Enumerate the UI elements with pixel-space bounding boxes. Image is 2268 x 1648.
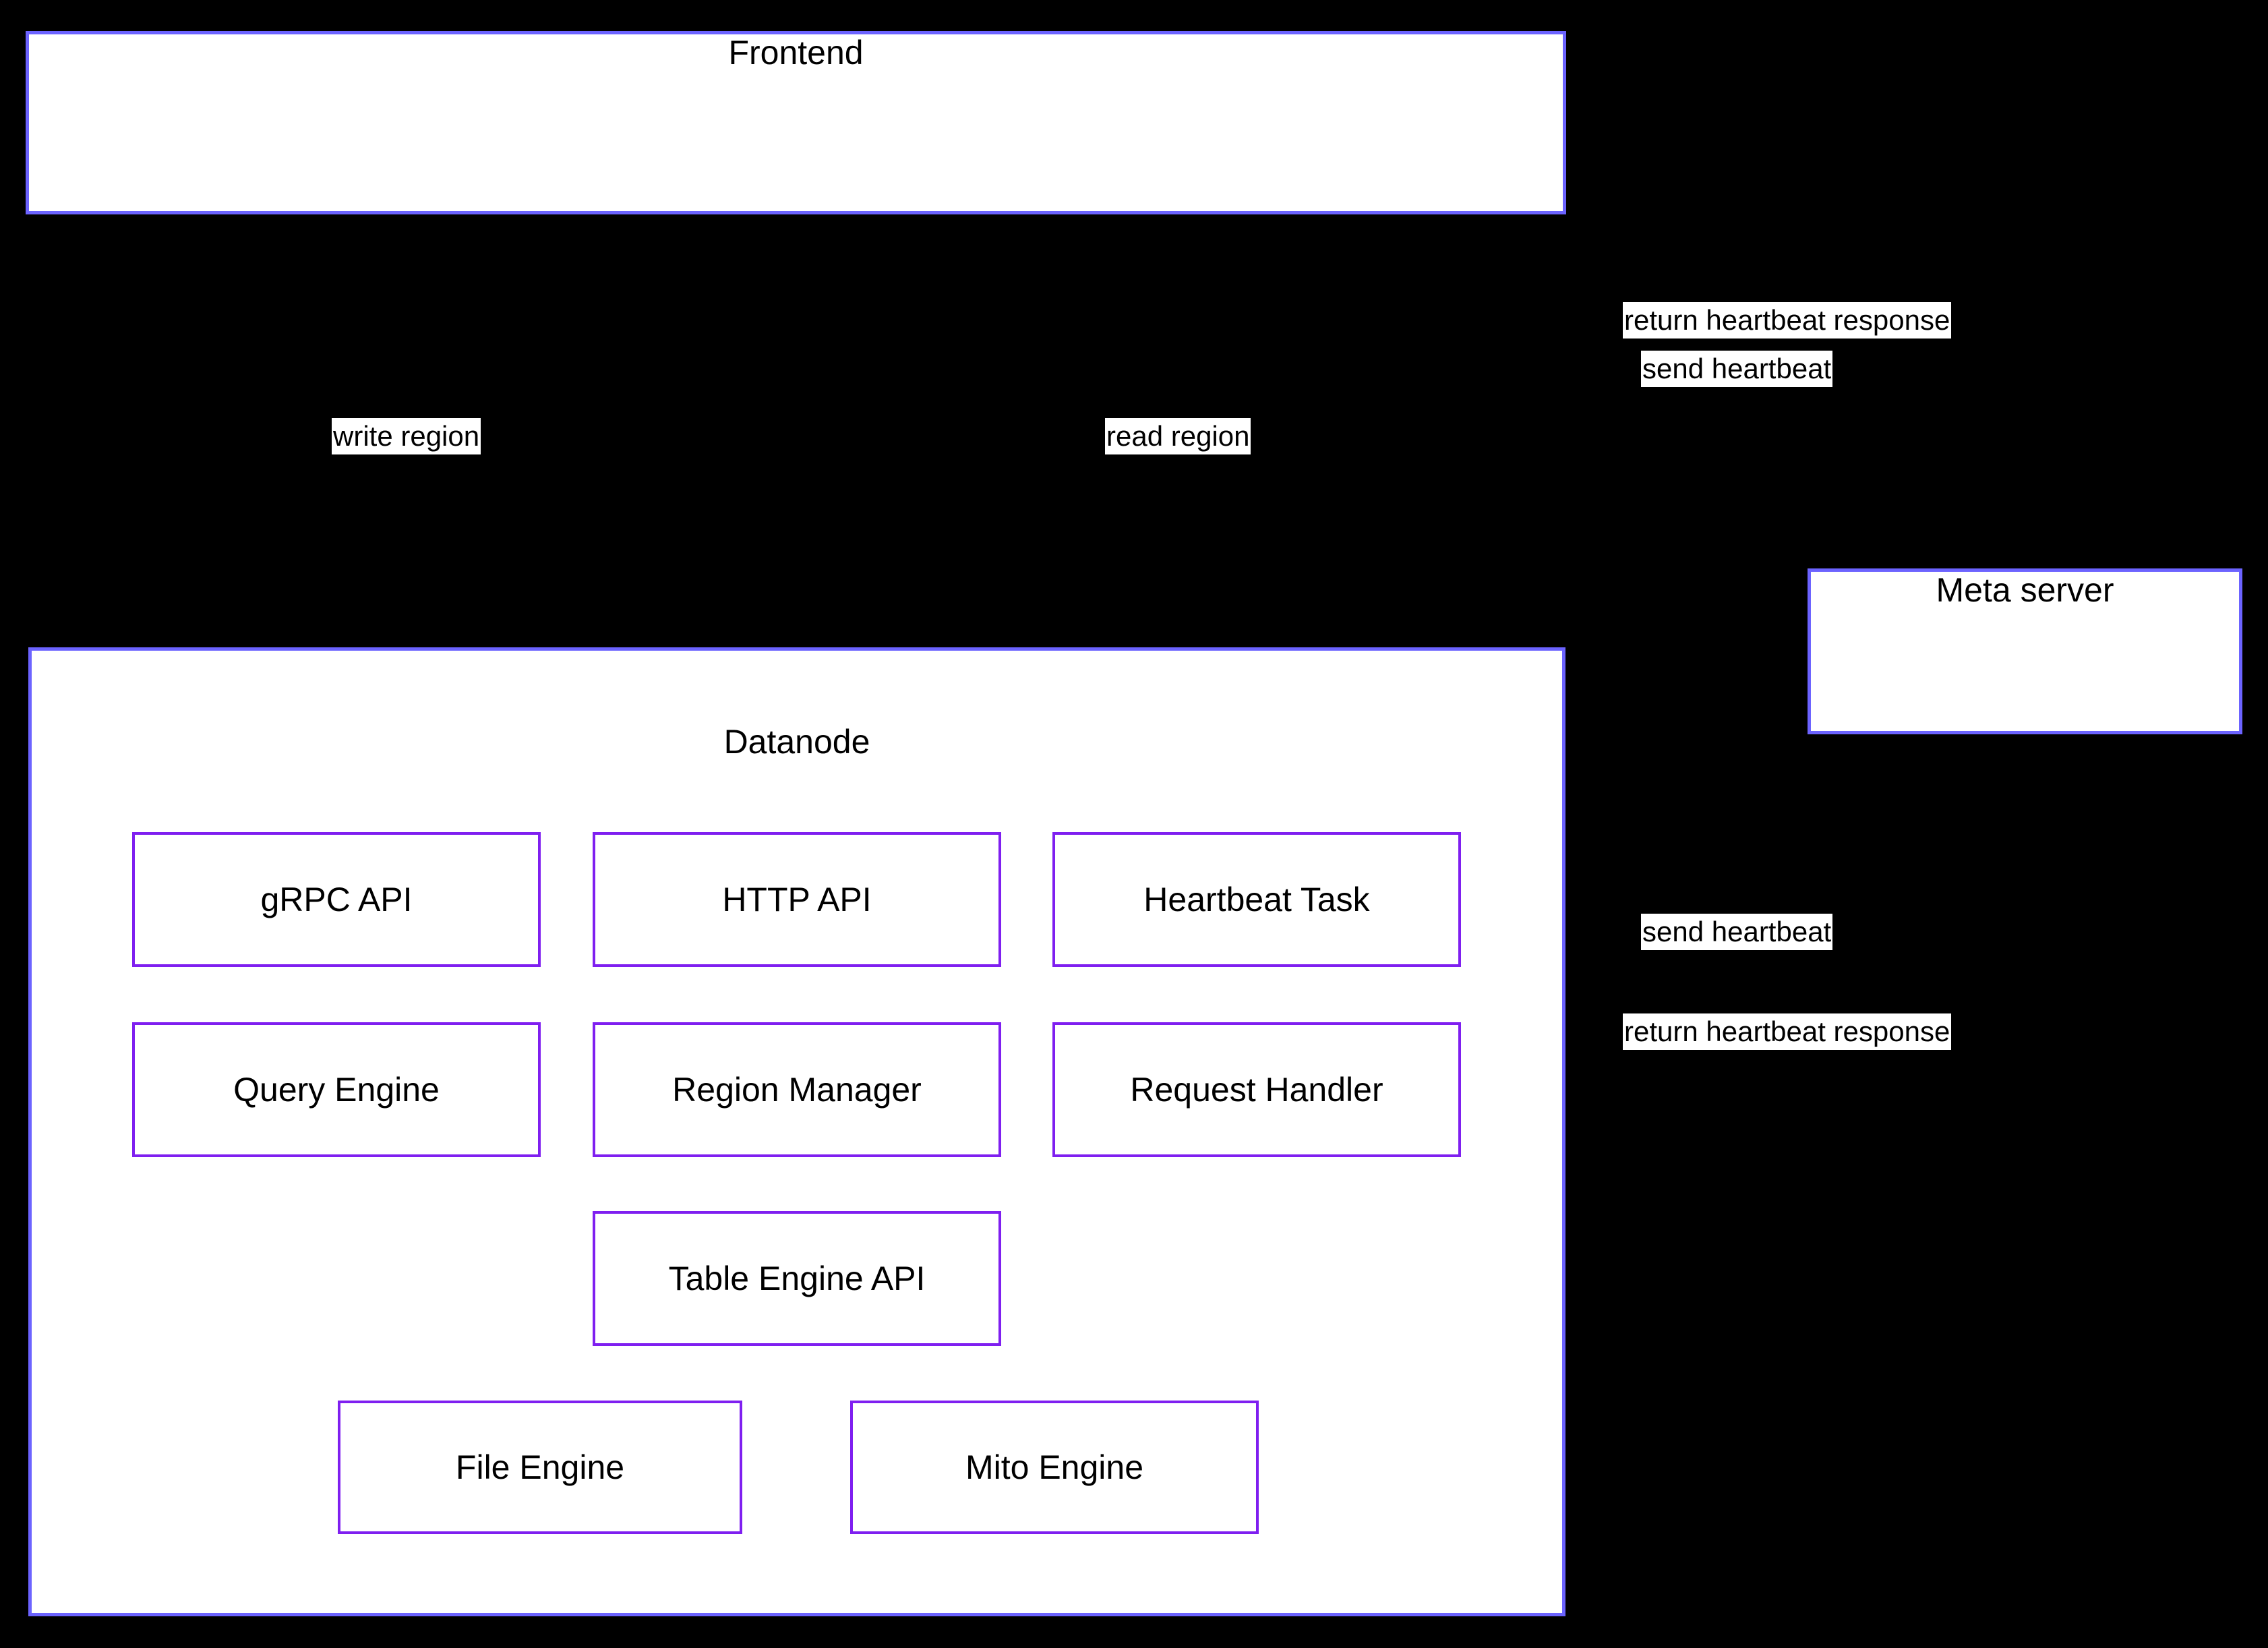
edge-label-return-heartbeat-response-bottom: return heartbeat response [1623,1013,1952,1050]
node-mito-engine[interactable]: Mito Engine [850,1401,1259,1534]
node-frontend-label: Frontend [728,34,864,71]
edge-label-return-heartbeat-response-top: return heartbeat response [1623,302,1952,339]
node-meta-server-label: Meta server [1936,571,2114,609]
node-http-api[interactable]: HTTP API [593,832,1001,967]
node-http-api-label: HTTP API [722,880,872,918]
node-region-manager[interactable]: Region Manager [593,1022,1001,1157]
node-table-engine-api[interactable]: Table Engine API [593,1211,1001,1346]
node-table-engine-api-label: Table Engine API [668,1259,926,1297]
node-file-engine-label: File Engine [455,1448,625,1486]
node-grpc-api-label: gRPC API [260,880,413,918]
node-heartbeat-task[interactable]: Heartbeat Task [1052,832,1461,967]
node-meta-server[interactable]: Meta server [1808,568,2242,734]
edge-label-send-heartbeat-top: send heartbeat [1641,351,1833,387]
node-query-engine[interactable]: Query Engine [132,1022,541,1157]
node-mito-engine-label: Mito Engine [965,1448,1144,1486]
edge-label-send-heartbeat-bottom: send heartbeat [1641,914,1833,950]
edge-label-read-region: read region [1105,418,1251,454]
node-query-engine-label: Query Engine [233,1070,440,1109]
node-file-engine[interactable]: File Engine [338,1401,742,1534]
node-datanode-label: Datanode [723,723,870,761]
node-request-handler-label: Request Handler [1130,1070,1383,1109]
node-heartbeat-task-label: Heartbeat Task [1143,880,1370,918]
edge-label-write-region: write region [332,418,481,454]
node-region-manager-label: Region Manager [672,1070,922,1109]
node-grpc-api[interactable]: gRPC API [132,832,541,967]
node-request-handler[interactable]: Request Handler [1052,1022,1461,1157]
node-frontend[interactable]: Frontend [26,31,1566,214]
